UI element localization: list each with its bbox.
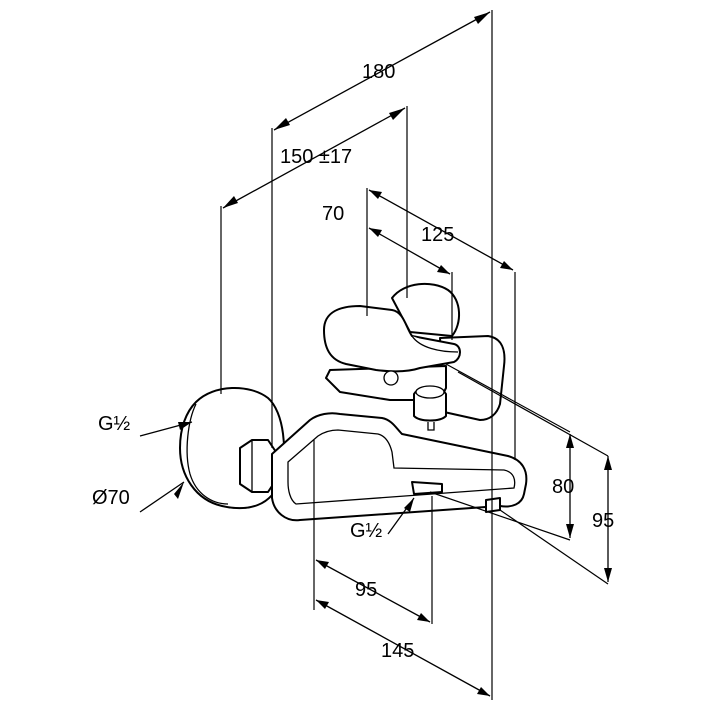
spout-top-face [287,429,516,505]
callout-rosette-diameter: Ø70 [92,487,130,509]
dim-height-outer: 95 [592,510,614,532]
dim-height-inner: 80 [552,476,574,498]
dim-overall-width: 180 [362,61,395,83]
dimension-lines [139,11,609,697]
dim-spout-projection-a: 95 [355,579,377,601]
spout-front-outlet [485,497,501,513]
left-rosette-inner [186,403,229,505]
callout-thread-bottom: G½ [350,520,383,542]
lever-tip-edge [411,335,459,353]
lever-handle [323,305,461,373]
dimension-labels: 180 150 ±17 70 125 80 95 95 145 G½ Ø70 G… [92,61,614,662]
diverter-hole [383,370,399,386]
dim-body-depth: 70 [322,203,344,225]
dimension-arrows [174,12,612,696]
callout-thread-left: G½ [98,413,131,435]
spout-outlet [411,481,443,495]
dim-center-distance: 150 ±17 [280,146,352,168]
dim-spout-projection-b: 145 [381,640,414,662]
threaded-nut [239,439,277,493]
dim-spout-depth: 125 [421,224,454,246]
faucet-body [179,282,528,522]
